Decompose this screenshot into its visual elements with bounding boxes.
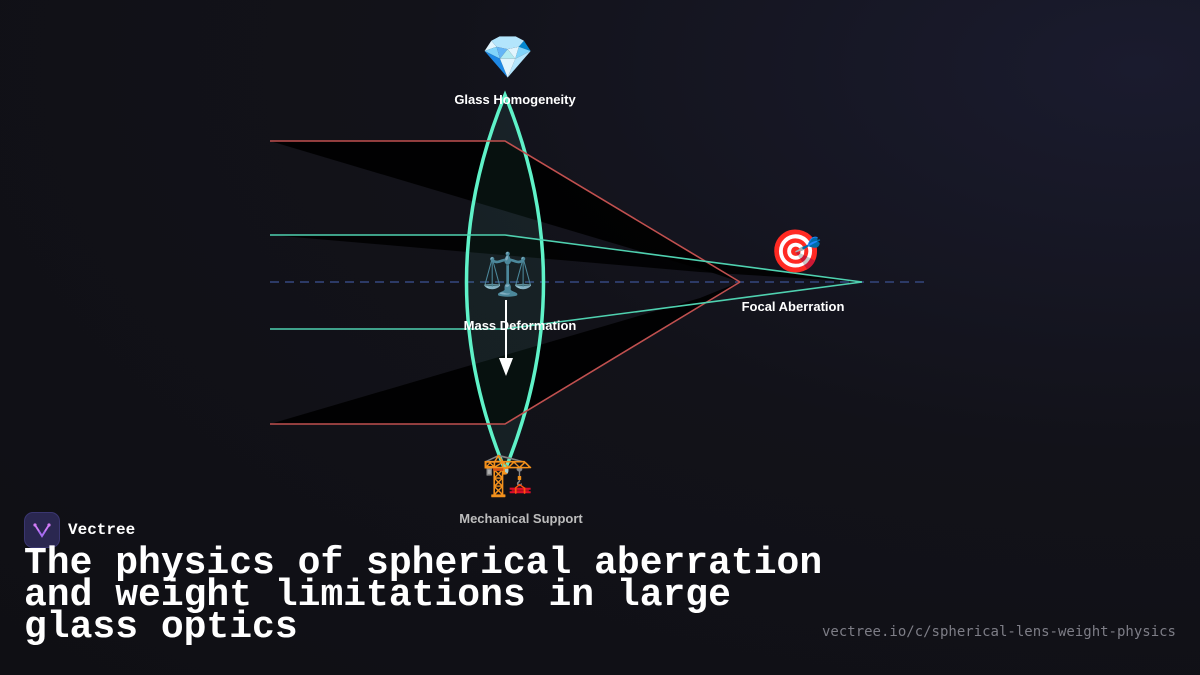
paraxial-ray-upper <box>270 234 863 283</box>
vectree-logo-icon <box>24 512 60 548</box>
gravity-arrowhead <box>499 358 513 376</box>
mass-deformation-label: Mass Deformation <box>464 318 577 333</box>
marginal-ray-cone-upper <box>270 141 740 282</box>
glass-homogeneity-label: Glass Homogeneity <box>454 92 576 107</box>
balance-scale-icon: ⚖️ <box>482 250 534 299</box>
marginal-ray-upper <box>270 140 741 283</box>
lens-body <box>464 90 546 475</box>
construction-crane-icon: 🏗️ <box>482 450 534 499</box>
focal-aberration-label: Focal Aberration <box>742 299 845 314</box>
target-icon: 🎯 <box>770 227 822 276</box>
mechanical-support-label: Mechanical Support <box>459 511 583 526</box>
brand-name: Vectree <box>68 521 136 539</box>
gem-icon: 💎 <box>482 33 534 82</box>
source-url: vectree.io/c/spherical-lens-weight-physi… <box>821 624 1176 640</box>
marginal-ray-lower <box>270 281 741 425</box>
page-title: The physics of spherical aberration and … <box>24 542 823 649</box>
brand: Vectree <box>24 512 135 548</box>
marginal-ray-cone-lower <box>270 282 740 424</box>
paraxial-ray-cone-upper <box>270 235 862 282</box>
